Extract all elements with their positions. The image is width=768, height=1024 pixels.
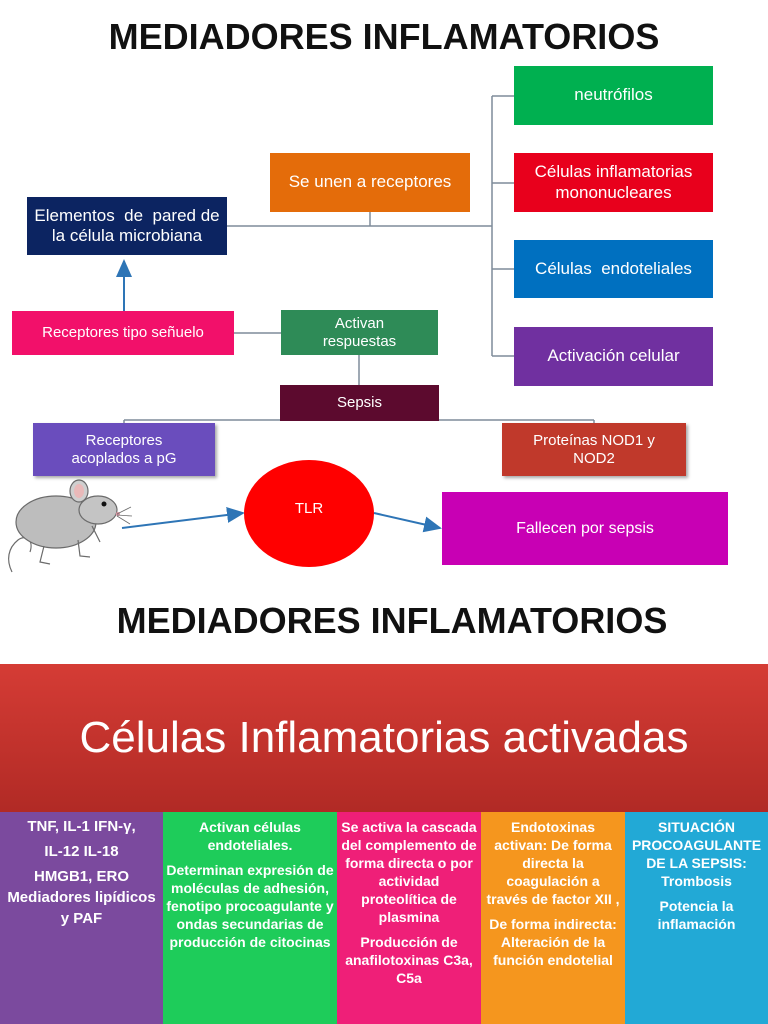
box-elementos-pared: Elementos de pared de la célula microbia… (27, 197, 227, 255)
box-activan-respuestas: Activan respuestas (281, 310, 438, 355)
column-coagulacion-text-1: Endotoxinas activan: De forma directa la… (486, 819, 620, 907)
column-mediadores-text-2: IL-12 IL-18 (44, 843, 119, 860)
box-se-unen-a-receptores: Se unen a receptores (270, 153, 470, 212)
column-procoagulante-text-2: Potencia la inflamación (657, 898, 736, 932)
box-proteinas-nod: Proteínas NOD1 y NOD2 (502, 423, 686, 476)
column-procoagulante-text-1: SITUACIÓN PROCOAGULANTE DE LA SEPSIS: Tr… (631, 819, 762, 889)
box-celulas-endoteliales: Células endoteliales (514, 240, 713, 298)
arrow-tlr-to-fallecen (373, 512, 442, 533)
banner-celulas-activadas: Células Inflamatorias activadas (0, 664, 768, 812)
column-endoteliales-text-2: Determinan expresión de moléculas de adh… (166, 862, 334, 950)
column-complemento-text-2: Producción de anafilotoxinas C3a, C5a (345, 934, 473, 986)
box-receptores-senuelo: Receptores tipo señuelo (12, 311, 234, 355)
column-coagulacion: Endotoxinas activan: De forma directa la… (481, 812, 625, 1024)
page-title-top: MEDIADORES INFLAMATORIOS (108, 16, 660, 57)
column-procoagulante: SITUACIÓN PROCOAGULANTE DE LA SEPSIS: Tr… (625, 812, 768, 1024)
column-mediadores: TNF, IL-1 IFN-γ, IL-12 IL-18 HMGB1, ERO … (0, 812, 163, 1024)
arrow-mouse-to-tlr (121, 507, 245, 529)
box-celulas-mononucleares: Células inflamatorias mononucleares (514, 153, 713, 212)
column-endoteliales-text-1: Activan células endoteliales. (199, 819, 301, 853)
page-title-bottom: MEDIADORES INFLAMATORIOS (116, 600, 668, 641)
column-complemento-text-1: Se activa la cascada del complemento de … (341, 819, 477, 925)
column-mediadores-text-3: HMGB1, ERO Mediadores lipídicos y PAF (7, 868, 156, 927)
mouse-illustration (8, 479, 133, 573)
box-receptores-acoplados: Receptores acoplados a pG (33, 423, 215, 476)
box-sepsis: Sepsis (280, 385, 439, 421)
node-tlr: TLR (244, 460, 374, 567)
column-endoteliales: Activan células endoteliales. Determinan… (163, 812, 337, 1024)
column-mediadores-text-1: TNF, IL-1 IFN-γ, (27, 818, 136, 835)
box-fallecen-sepsis: Fallecen por sepsis (442, 492, 728, 565)
column-coagulacion-text-2: De forma indirecta: Alteración de la fun… (489, 916, 617, 968)
box-neutrofilos: neutrófilos (514, 66, 713, 125)
box-activacion-celular: Activación celular (514, 327, 713, 386)
column-complemento: Se activa la cascada del complemento de … (337, 812, 481, 1024)
